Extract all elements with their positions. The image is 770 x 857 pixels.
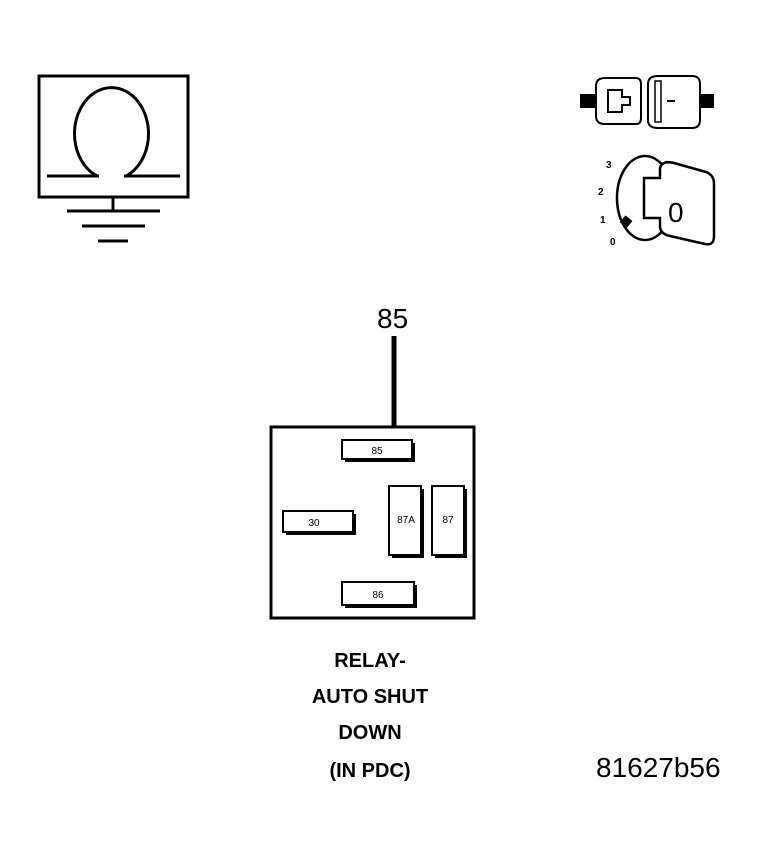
connector-disconnected-icon xyxy=(580,75,714,129)
caption-line-1: RELAY- xyxy=(334,650,406,672)
svg-text:30: 30 xyxy=(308,518,320,529)
figure-id: 81627b56 xyxy=(596,752,721,783)
ignition-position-1: 1 xyxy=(600,215,606,226)
relay-pin-87: 87 xyxy=(431,485,467,558)
relay-pin-85: 85 xyxy=(341,439,415,462)
test-pin-label: 85 xyxy=(377,303,408,334)
ignition-position-0: 0 xyxy=(610,237,616,248)
svg-text:87A: 87A xyxy=(397,515,415,526)
relay-pin-86: 86 xyxy=(341,581,417,608)
relay-pin-30: 30 xyxy=(282,510,356,535)
caption-line-3: DOWN xyxy=(338,722,402,744)
ignition-switch-icon: 3 2 1 0 0 xyxy=(598,154,716,248)
key-position-label: 0 xyxy=(668,197,684,228)
ohmmeter-icon xyxy=(37,74,190,243)
svg-text:85: 85 xyxy=(371,446,383,457)
svg-text:86: 86 xyxy=(372,590,384,601)
relay-pin-87a: 87A xyxy=(388,485,424,558)
svg-text:87: 87 xyxy=(442,515,454,526)
ignition-position-3: 3 xyxy=(606,160,612,171)
caption-line-2: AUTO SHUT xyxy=(311,686,429,708)
caption-line-4: (IN PDC) xyxy=(329,760,411,782)
relay-body: 85 30 87A 87 86 xyxy=(269,425,476,620)
ignition-position-2: 2 xyxy=(598,187,604,198)
